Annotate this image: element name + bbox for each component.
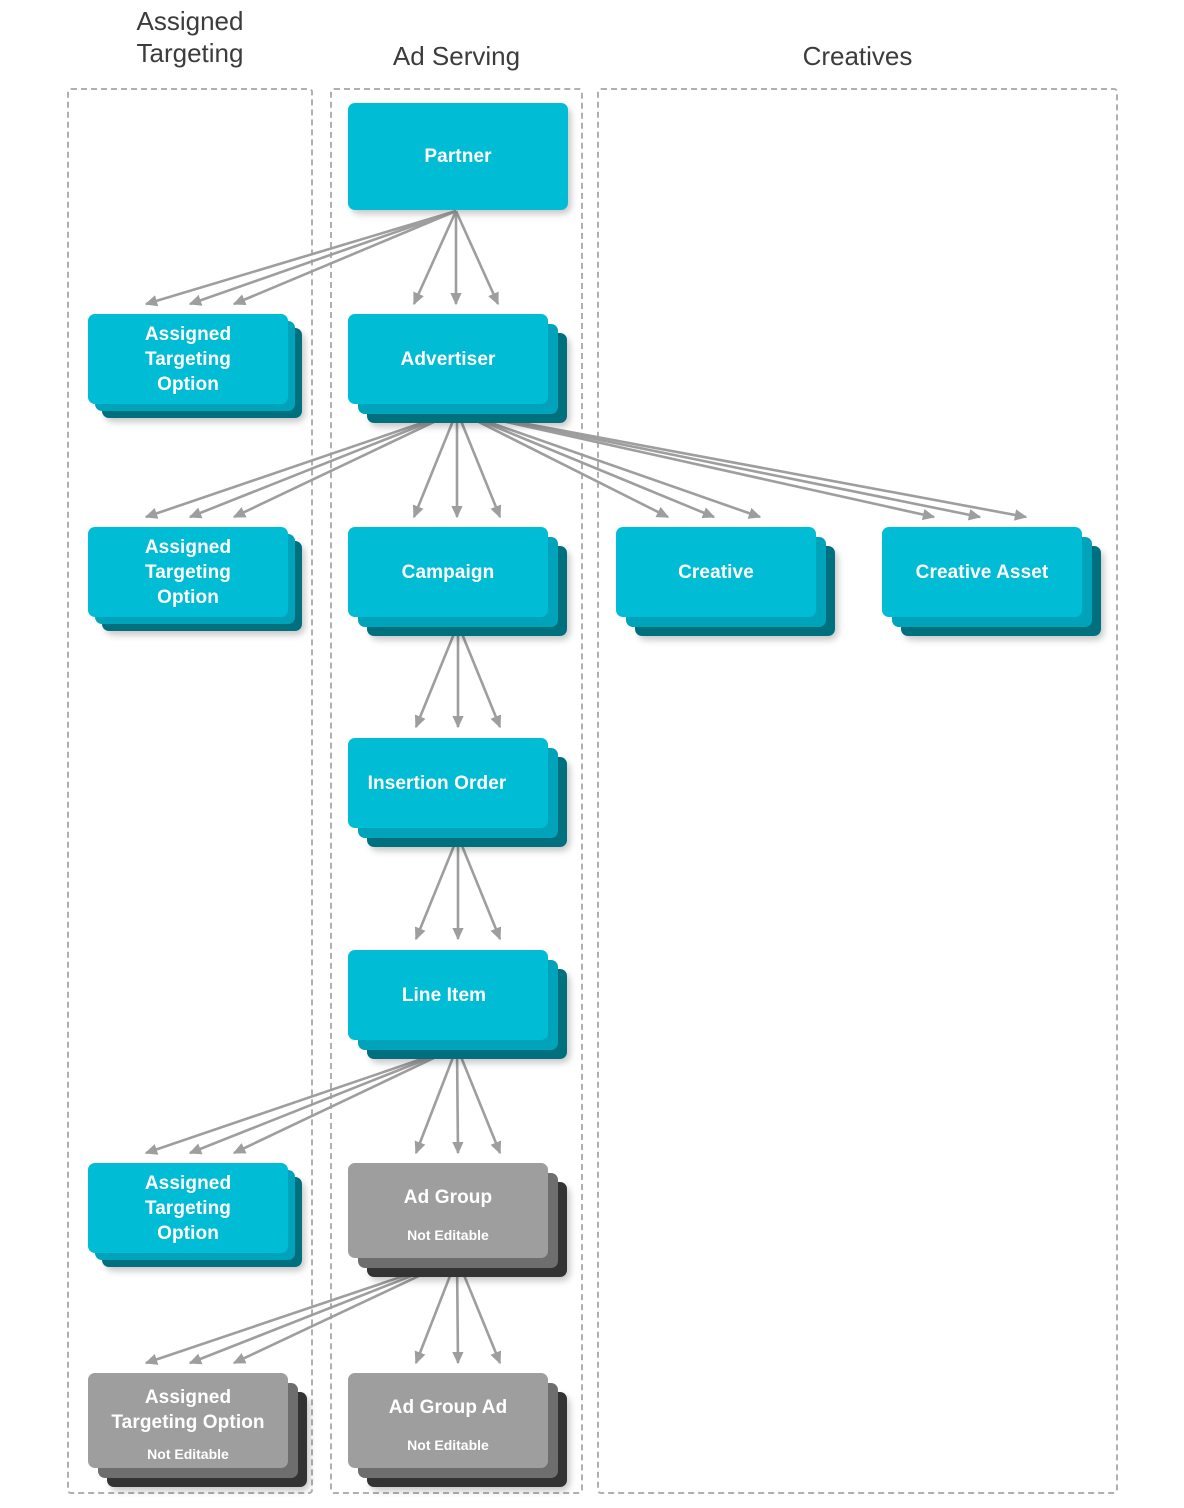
column-heading-ad-serving: Ad Serving xyxy=(392,41,521,71)
node-assigned-targeting-option-line-item-face[interactable]: Assigned Targeting Option xyxy=(88,1163,288,1253)
node-assigned-targeting-option-ad-group-face[interactable]: Assigned Targeting Option Not Editable xyxy=(88,1373,288,1468)
node-partner-face[interactable]: Partner xyxy=(348,103,568,210)
node-insertion-order-label: Insertion Order xyxy=(367,772,507,794)
node-ad-group-status: Not Editable xyxy=(407,1227,489,1243)
group-container-assigned-targeting xyxy=(67,88,313,1494)
node-line-item[interactable]: Line Item xyxy=(348,950,567,1059)
node-ad-group[interactable]: Ad Group Not Editable xyxy=(348,1163,567,1277)
node-assigned-targeting-option-partner-face[interactable]: Assigned Targeting Option xyxy=(88,314,288,404)
node-label-line-3: Option xyxy=(157,586,219,608)
node-label-line-1: Assigned xyxy=(144,536,232,558)
node-campaign-face[interactable]: Campaign xyxy=(348,527,548,617)
column-heading-assigned-targeting: Assigned Targeting xyxy=(67,5,313,69)
node-label-line-3: Option xyxy=(157,1222,219,1244)
node-creative-asset-label: Creative Asset xyxy=(915,561,1049,583)
node-ad-group-ad-label: Ad Group Ad xyxy=(388,1397,508,1418)
column-heading-line-1: Assigned xyxy=(136,6,244,36)
node-label-line-3: Option xyxy=(157,373,219,395)
node-creative-face[interactable]: Creative xyxy=(616,527,816,617)
node-assigned-targeting-option-line-item[interactable]: Assigned Targeting Option xyxy=(88,1163,302,1267)
node-creative[interactable]: Creative xyxy=(616,527,835,636)
group-container-creatives xyxy=(597,88,1118,1494)
node-creative-asset-face[interactable]: Creative Asset xyxy=(882,527,1082,617)
node-ad-group-ad[interactable]: Ad Group Ad Not Editable xyxy=(348,1373,567,1487)
node-assigned-targeting-option-partner[interactable]: Assigned Targeting Option xyxy=(88,314,302,418)
node-line-item-face[interactable]: Line Item xyxy=(348,950,548,1040)
node-label-line-1: Assigned xyxy=(144,323,232,345)
node-label-line-2: Targeting xyxy=(144,348,232,370)
node-assigned-targeting-option-ad-group[interactable]: Assigned Targeting Option Not Editable xyxy=(88,1373,307,1487)
node-status-label: Not Editable xyxy=(147,1445,229,1462)
node-creative-label: Creative xyxy=(678,561,754,583)
node-label-line-2: Targeting xyxy=(144,561,232,583)
node-ad-group-face[interactable]: Ad Group Not Editable xyxy=(348,1163,548,1258)
node-advertiser-face[interactable]: Advertiser xyxy=(348,314,548,404)
node-ad-group-ad-face[interactable]: Ad Group Ad Not Editable xyxy=(348,1373,548,1468)
node-assigned-targeting-option-advertiser[interactable]: Assigned Targeting Option xyxy=(88,527,302,631)
node-insertion-order-face[interactable]: Insertion Order xyxy=(348,738,548,828)
node-campaign-label: Campaign xyxy=(401,561,495,583)
node-label-line-1: Assigned xyxy=(144,1386,232,1408)
column-heading-creatives: Creatives xyxy=(802,41,913,71)
node-label-line-2: Targeting Option xyxy=(111,1411,265,1433)
node-ad-group-ad-status: Not Editable xyxy=(407,1437,489,1453)
node-label-line-2: Targeting xyxy=(144,1197,232,1219)
node-partner[interactable]: Partner xyxy=(348,103,568,210)
group-container-ad-serving xyxy=(330,88,583,1494)
node-ad-group-label: Ad Group xyxy=(403,1187,493,1208)
node-partner-label: Partner xyxy=(424,146,492,167)
node-advertiser[interactable]: Advertiser xyxy=(348,314,567,423)
node-creative-asset[interactable]: Creative Asset xyxy=(882,527,1101,636)
node-campaign[interactable]: Campaign xyxy=(348,527,567,636)
node-assigned-targeting-option-advertiser-face[interactable]: Assigned Targeting Option xyxy=(88,527,288,617)
node-line-item-label: Line Item xyxy=(401,984,487,1006)
node-insertion-order[interactable]: Insertion Order xyxy=(348,738,567,847)
column-heading-line-2: Targeting xyxy=(136,38,244,68)
node-advertiser-label: Advertiser xyxy=(400,348,496,370)
node-label-line-1: Assigned xyxy=(144,1172,232,1194)
